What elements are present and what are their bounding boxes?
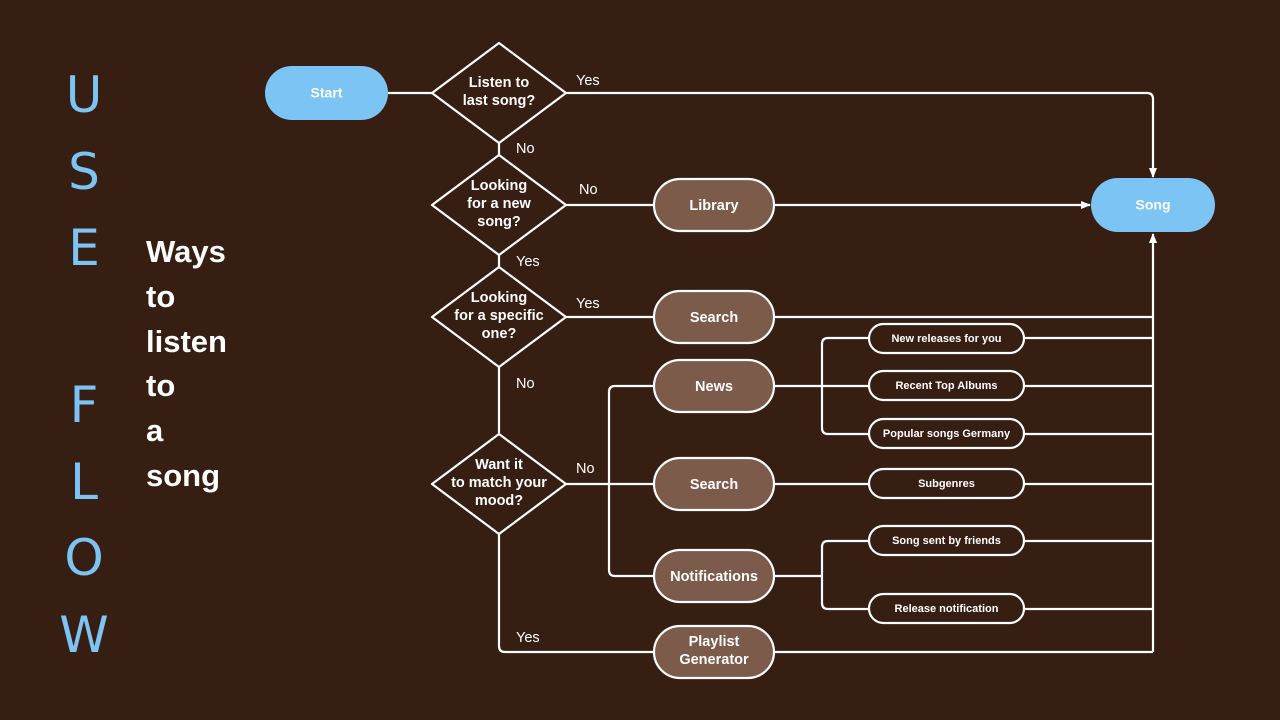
- connector-notif-bracket-arms: [820, 539, 869, 611]
- side-title-letter: E: [68, 219, 100, 277]
- side-title-letter: O: [64, 529, 104, 587]
- start-node-label: Start: [311, 85, 343, 101]
- notifications-box-label: Notifications: [670, 569, 758, 585]
- subtitle-line: to: [146, 368, 176, 404]
- start-node-shape: [265, 66, 388, 120]
- decision-new-song-line: for a new: [467, 196, 531, 212]
- subtitle-line: listen: [146, 323, 227, 359]
- edge-label-mood-yes: Yes: [516, 630, 540, 646]
- search-mood-box-label: Search: [690, 477, 738, 493]
- side-title-letter: W: [59, 606, 109, 664]
- search-box-shape: [652, 289, 776, 345]
- subtitle-line: a: [146, 413, 164, 449]
- search-mood-box-shape: [652, 456, 776, 512]
- playlist-generator-box-line: Generator: [679, 652, 749, 668]
- edge-label-specific-yes: Yes: [576, 296, 600, 312]
- edge-label-mood-no: No: [576, 461, 595, 477]
- decision-last-song-shape: [430, 41, 568, 145]
- connector-mood-branches: [607, 384, 654, 578]
- decision-last-song-line: last song?: [463, 93, 536, 109]
- decision-specific-line: for a specific: [454, 308, 543, 324]
- search-box-label: Search: [690, 310, 738, 326]
- decision-mood-shape: [430, 432, 568, 536]
- notifications-box-shape: [652, 548, 776, 604]
- connectors: [388, 91, 1157, 654]
- decision-mood-line: to match your: [451, 475, 547, 491]
- side-title-letter: U: [65, 66, 103, 124]
- new-releases-pill-label: New releases for you: [891, 333, 1001, 345]
- new-releases-pill-shape: [867, 322, 1026, 355]
- side-title-letter: S: [68, 143, 100, 201]
- release-notification-pill-label: Release notification: [895, 603, 999, 615]
- song-sent-by-friends-pill-label: Song sent by friends: [892, 535, 1001, 547]
- song-node: Song: [1091, 178, 1215, 232]
- library-box-label: Library: [689, 198, 738, 214]
- subgenres-pill-shape: [867, 467, 1026, 500]
- news-box-label: News: [695, 379, 733, 395]
- song-node-shape: [1091, 178, 1215, 232]
- side-title-letter: F: [69, 376, 99, 434]
- decision-last-song-line: Listen to: [469, 75, 530, 91]
- decision-new-song-line: song?: [477, 214, 521, 230]
- connector-last-yes-song: [566, 91, 1157, 178]
- recent-top-albums-pill-shape: [867, 369, 1026, 402]
- popular-songs-germany-pill-label: Popular songs Germany: [883, 428, 1011, 440]
- subtitle-line: Ways: [146, 234, 226, 269]
- popular-songs-germany-pill-shape: [867, 417, 1026, 450]
- side-title-letter: L: [70, 453, 98, 511]
- release-notification-pill-shape: [867, 592, 1026, 625]
- decision-mood-line: Want it: [475, 457, 523, 473]
- edge-label-last-no: No: [516, 141, 535, 157]
- edge-label-last-yes: Yes: [576, 73, 600, 89]
- recent-top-albums-pill-label: Recent Top Albums: [895, 380, 997, 392]
- subtitle: Ways to listen to a song: [146, 230, 227, 499]
- decision-new-song-line: Looking: [471, 178, 527, 194]
- subtitle-line: song: [146, 457, 221, 493]
- decision-new-song-shape: [430, 153, 568, 257]
- subtitle-line: to: [146, 278, 176, 314]
- news-box-shape: [652, 358, 776, 414]
- song-node-label: Song: [1136, 197, 1171, 213]
- decision-mood-line: mood?: [475, 493, 523, 509]
- edge-label-new-no: No: [579, 182, 598, 198]
- edge-label-specific-no: No: [516, 376, 535, 392]
- connector-mood-yes-playlist: [497, 534, 654, 654]
- decision-specific-line: one?: [482, 326, 517, 342]
- playlist-generator-box-shape: [652, 624, 776, 680]
- library-box-shape: [652, 177, 776, 233]
- decision-specific-line: Looking: [471, 290, 527, 306]
- decision-specific-shape: [430, 265, 568, 369]
- song-sent-by-friends-pill-shape: [867, 524, 1026, 557]
- subgenres-pill-label: Subgenres: [918, 478, 975, 490]
- playlist-generator-box-line: Playlist: [689, 634, 740, 650]
- edge-label-new-yes: Yes: [516, 254, 540, 270]
- start-node: Start: [265, 66, 388, 120]
